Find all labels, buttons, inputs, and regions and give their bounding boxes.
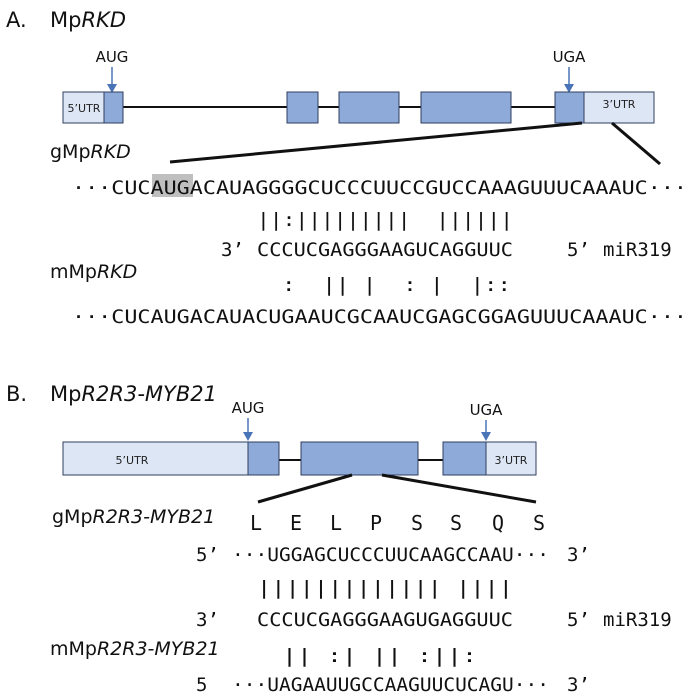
panel-a-gene-prefix: Mp [50, 8, 81, 32]
panel-b-mir-3prime-end: 3’ [196, 609, 219, 631]
panel-a-pairing-top: ||:||||||||| |||||| [257, 209, 513, 231]
panel-b-mir-5prime-end: 5’ [567, 609, 590, 631]
panel-b-start-arrow-head [243, 432, 253, 441]
panel-b-5utr-label: 5’UTR [116, 454, 149, 467]
panel-b-exon-2 [300, 441, 419, 476]
panel-b-amino-acid: S [533, 511, 545, 535]
panel-a-gene-italic: RKD [81, 8, 126, 32]
panel-a-3utr-label: 3’UTR [603, 98, 636, 111]
panel-b-mutant-3prime-end: 3’ [567, 674, 590, 696]
panel-b-genomic-label-prefix: gMp [52, 506, 93, 528]
panel-a-start-codon-label: AUG [96, 48, 129, 66]
panel-b-5utr-box [62, 441, 249, 476]
panel-b-stop-codon-label: UGA [470, 401, 504, 419]
panel-a-5utr-label: 5’UTR [68, 102, 101, 115]
panel-b-zoom-line-right [381, 473, 537, 504]
panel-a-exon-5 [554, 91, 585, 124]
panel-a-mir-name: miR319 [603, 239, 672, 261]
panel-b-amino-acid: S [450, 511, 462, 535]
panel-a-exon-4 [420, 91, 512, 124]
panel-b-mutant-label-italic: R2R3-MYB21 [97, 638, 220, 660]
panel-b: B. MpR2R3-MYB21 AUG UGA 5’UTR 3’UTR gMpR… [6, 382, 672, 696]
panel-a-genomic-seq-pre: ···CUCA [72, 177, 164, 199]
panel-b-amino-acid: E [290, 511, 302, 535]
panel-b-genomic-label: gMpR2R3-MYB21 [52, 506, 215, 528]
panel-b-3utr-box [485, 441, 537, 476]
panel-a-start-arrow-head [107, 84, 117, 93]
panel-b-amino-acid: L [250, 511, 262, 535]
panel-a-mutant-label-prefix: mMp [50, 261, 97, 283]
panel-b-gene-prefix: Mp [50, 382, 81, 406]
panel-a: A. MpRKD AUG UGA 5’UTR 3’UTR gMpRKD ···C… [6, 8, 687, 328]
panel-b-amino-acid: S [411, 511, 423, 535]
panel-b-genomic-3prime-end: 3’ [567, 544, 590, 566]
panel-a-pairing-bottom: : || | : | |:: [282, 274, 511, 296]
panel-a-zoom-line-left [169, 121, 583, 164]
panel-b-stop-arrow-head [481, 432, 491, 441]
panel-b-gene-italic: R2R3-MYB21 [81, 382, 217, 406]
panel-a-stop-arrow-head [564, 84, 574, 93]
panel-a-exon-2 [286, 91, 319, 124]
panel-b-amino-acid: L [330, 511, 342, 535]
panel-b-amino-acid: P [370, 511, 382, 535]
panel-b-pairing-bottom: || :| || :||: [282, 645, 477, 667]
panel-b-exon-3 [442, 441, 487, 476]
panel-b-genomic-sequence: ···UGGAGCUCCCUUCAAGCCAAU··· [232, 544, 549, 566]
panel-a-genomic-label: gMpRKD [50, 141, 131, 163]
panel-b-exon-1 [247, 441, 280, 476]
panel-b-mir-sequence: CCCUCGAGGGAAGUGAGGUUC [257, 609, 513, 631]
panel-b-zoom-line-left [257, 473, 353, 504]
panel-a-3utr-box [583, 91, 655, 124]
panel-b-mutant-label: mMpR2R3-MYB21 [50, 638, 220, 660]
panel-a-zoom-line-right [611, 121, 661, 166]
panel-a-mir-sequence: CCCUCGAGGGAAGUCAGGUUC [257, 239, 513, 261]
panel-b-pairing-top: ||||||||||||| |||| [257, 577, 513, 599]
panel-b-mutant-sequence: ···UAGAAUUGCCAAGUUCUCAGU··· [232, 674, 549, 696]
panel-b-start-codon-label: AUG [232, 399, 265, 417]
panel-a-mir-3prime-end: 3’ [221, 239, 244, 261]
panel-a-genomic-label-prefix: gMp [50, 141, 91, 163]
panel-a-exon-1 [103, 91, 124, 124]
panel-a-gene-title: MpRKD [50, 8, 126, 32]
panel-b-3utr-label: 3’UTR [495, 454, 528, 467]
panel-a-stop-highlight [152, 174, 193, 197]
panel-a-genomic-seq-stop: UGA [164, 177, 204, 199]
panel-a-mutant-sequence: ···CUCAUGACAUACUGAAUCGCAAUCGAGCGGAGUUUCA… [72, 306, 687, 328]
panel-a-mutant-label-italic: RKD [97, 261, 137, 283]
panel-b-letter: B. [6, 382, 27, 406]
panel-a-mutant-label: mMpRKD [50, 261, 137, 283]
panel-b-gene-title: MpR2R3-MYB21 [50, 382, 217, 406]
panel-a-exon-3 [338, 91, 400, 124]
panel-a-stop-codon-label: UGA [553, 48, 587, 66]
panel-b-mutant-label-prefix: mMp [50, 638, 97, 660]
panel-a-genomic-label-italic: RKD [91, 141, 131, 163]
panel-b-genomic-5prime-end: 5’ [196, 544, 219, 566]
panel-a-letter: A. [6, 8, 27, 32]
panel-b-mutant-5prime-end: 5 [196, 674, 207, 696]
panel-a-mir-5prime-end: 5’ [567, 239, 590, 261]
panel-b-amino-acid: Q [492, 511, 504, 535]
panel-b-mir-name: miR319 [603, 609, 672, 631]
panel-b-genomic-label-italic: R2R3-MYB21 [93, 506, 216, 528]
panel-a-genomic-seq-post: CAUAGGGGCUCCCUUCCGUCCAAAGUUUCAAAUC··· [203, 177, 687, 199]
